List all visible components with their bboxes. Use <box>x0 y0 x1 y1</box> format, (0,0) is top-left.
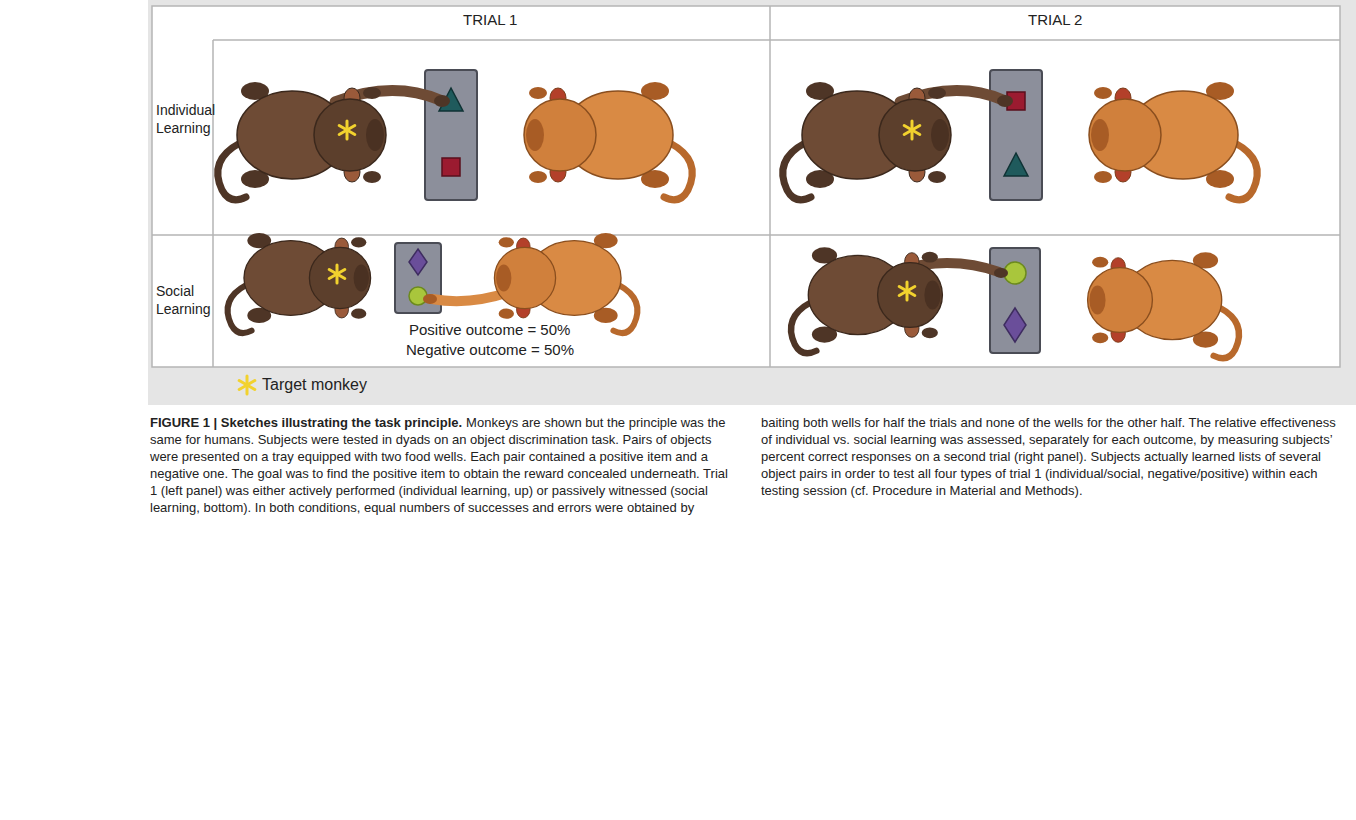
row-label: Individual Learning <box>156 102 226 137</box>
grid-lines <box>152 6 1340 367</box>
row-label: Social Learning <box>156 283 226 318</box>
individual-trial-2 <box>783 70 1258 200</box>
outcome-note: Negative outcome = 50% <box>406 341 574 360</box>
legend-text: Target monkey <box>262 375 367 394</box>
social-trial-1 <box>228 233 638 333</box>
target-asterisk <box>239 376 255 394</box>
outcome-note: Positive outcome = 50% <box>409 321 570 340</box>
caption-title: FIGURE 1 | Sketches illustrating the tas… <box>150 415 462 430</box>
social-trial-2 <box>791 247 1239 358</box>
column-heading: TRIAL 1 <box>463 11 517 30</box>
figure-caption: FIGURE 1 | Sketches illustrating the tas… <box>150 414 1340 516</box>
figure-ground <box>148 0 1356 405</box>
caption-body: Monkeys are shown but the principle was … <box>150 415 1336 515</box>
panel-grid <box>152 6 1340 367</box>
column-heading: TRIAL 2 <box>1028 11 1082 30</box>
individual-trial-1 <box>218 70 693 200</box>
